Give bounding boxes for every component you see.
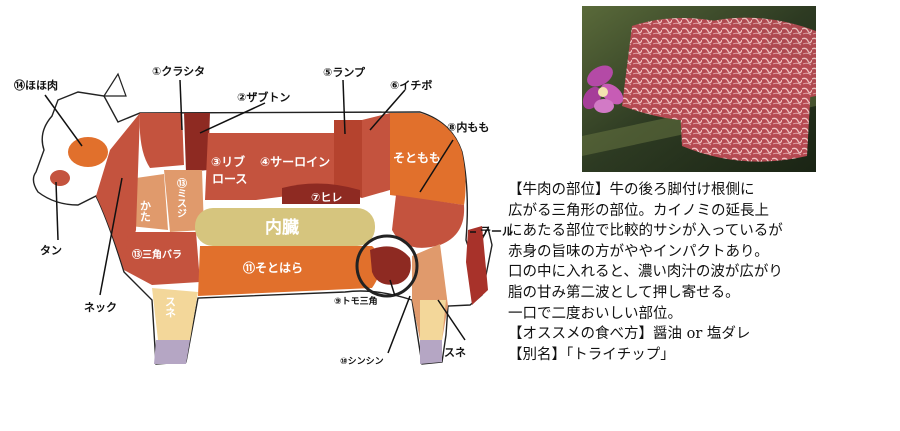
callout-lines: [44, 79, 476, 354]
label-hire: ⑦ヒレ: [311, 191, 342, 204]
cut-naizou: [195, 208, 375, 246]
cut-sirloin: [256, 133, 334, 200]
cut-zabuton: [184, 113, 210, 172]
callout-sune-rear: スネ: [444, 346, 466, 359]
label-sune-front: スネ: [164, 296, 177, 318]
label-sotomomo: そともも: [393, 151, 441, 165]
callout-shinshin: ⑩シンシン: [340, 356, 384, 367]
callout-uchimomo: ⑧内もも: [447, 120, 489, 134]
callout-zabuton: ②ザブトン: [237, 90, 290, 104]
cut-neck: [96, 113, 140, 270]
description-line: 脂の甘み第二波として押し寄せる。: [508, 284, 740, 301]
front-hoof: [154, 340, 190, 364]
callout-tan: タン: [40, 244, 62, 257]
description-line: 口の中に入れると、濃い肉汁の波が広がり: [508, 264, 783, 281]
label-kata: かた: [139, 200, 152, 222]
description-line: にあたる部位で比較的サシが入っているが: [508, 223, 783, 240]
label-sotobara: ⑪そとはら: [243, 260, 303, 275]
description-line: 一口で二度おいしい部位。: [508, 305, 682, 322]
front-leg: [152, 288, 198, 340]
callout-ranpu: ⑤ランプ: [323, 65, 366, 79]
cut-tomosankaku: [370, 246, 411, 285]
cut-ranpu: [334, 120, 362, 198]
rear-shin: [420, 300, 446, 340]
cut-uchimomo: [392, 195, 465, 248]
description-line: 【牛肉の部位】牛の後ろ脚付け根側に: [508, 182, 755, 198]
callout-tail: テール: [480, 225, 513, 238]
label-sirloin: ④サーロイン: [260, 155, 330, 169]
beef-cuts-diagram: ③リブ ロース ④サーロイン ⑦ヒレ そともも 内臓 ⑪そとはら かた ⑬ミスジ…: [14, 65, 513, 367]
cut-hoho: [68, 137, 108, 167]
cut-sotobara: [198, 246, 381, 296]
description-line: 赤身の旨味の方がややインパクトあり。: [508, 243, 769, 260]
rear-hoof: [420, 340, 442, 364]
cut-ichibo: [362, 113, 390, 198]
cut-kata: [130, 174, 168, 230]
label-ribroast-1: ③リブ: [211, 154, 245, 169]
callout-tomosankaku: ⑨トモ三角: [334, 295, 378, 307]
description-line: 【オススメの食べ方】醤油 or 塩ダレ: [508, 326, 751, 343]
cut-description: 【牛肉の部位】牛の後ろ脚付け根側に 広がる三角形の部位。カイノミの延長上 にあた…: [508, 180, 898, 365]
highlight-circle: [355, 234, 419, 298]
callout-hoho: ⑭ほほ肉: [14, 78, 58, 92]
cut-sankakubara: [124, 232, 200, 285]
callout-neck: ネック: [84, 301, 117, 314]
label-naizou: 内臓: [265, 217, 299, 238]
cut-hire: [282, 183, 360, 204]
description-line: 広がる三角形の部位。カイノミの延長上: [508, 202, 769, 219]
description-line: 【別名】「トライチップ」: [508, 346, 675, 363]
cut-misuji: [164, 170, 204, 232]
beef-photo: [582, 6, 816, 172]
callout-ichibo: ⑥イチボ: [390, 78, 432, 92]
cow-ear: [102, 72, 127, 97]
cut-tan: [50, 170, 70, 186]
tail: [466, 226, 488, 305]
cut-sotomomo: [390, 113, 466, 205]
cut-kurashita: [139, 113, 184, 168]
label-sankakubara: ⑬三角バラ: [132, 248, 182, 261]
label-misuji: ⑬ミスジ: [175, 177, 187, 218]
label-ribroast-2: ロース: [212, 172, 247, 186]
cut-ribroast: [205, 133, 256, 200]
orchid-flower: [582, 65, 624, 113]
callout-kurashita: ①クラシタ: [152, 65, 205, 78]
